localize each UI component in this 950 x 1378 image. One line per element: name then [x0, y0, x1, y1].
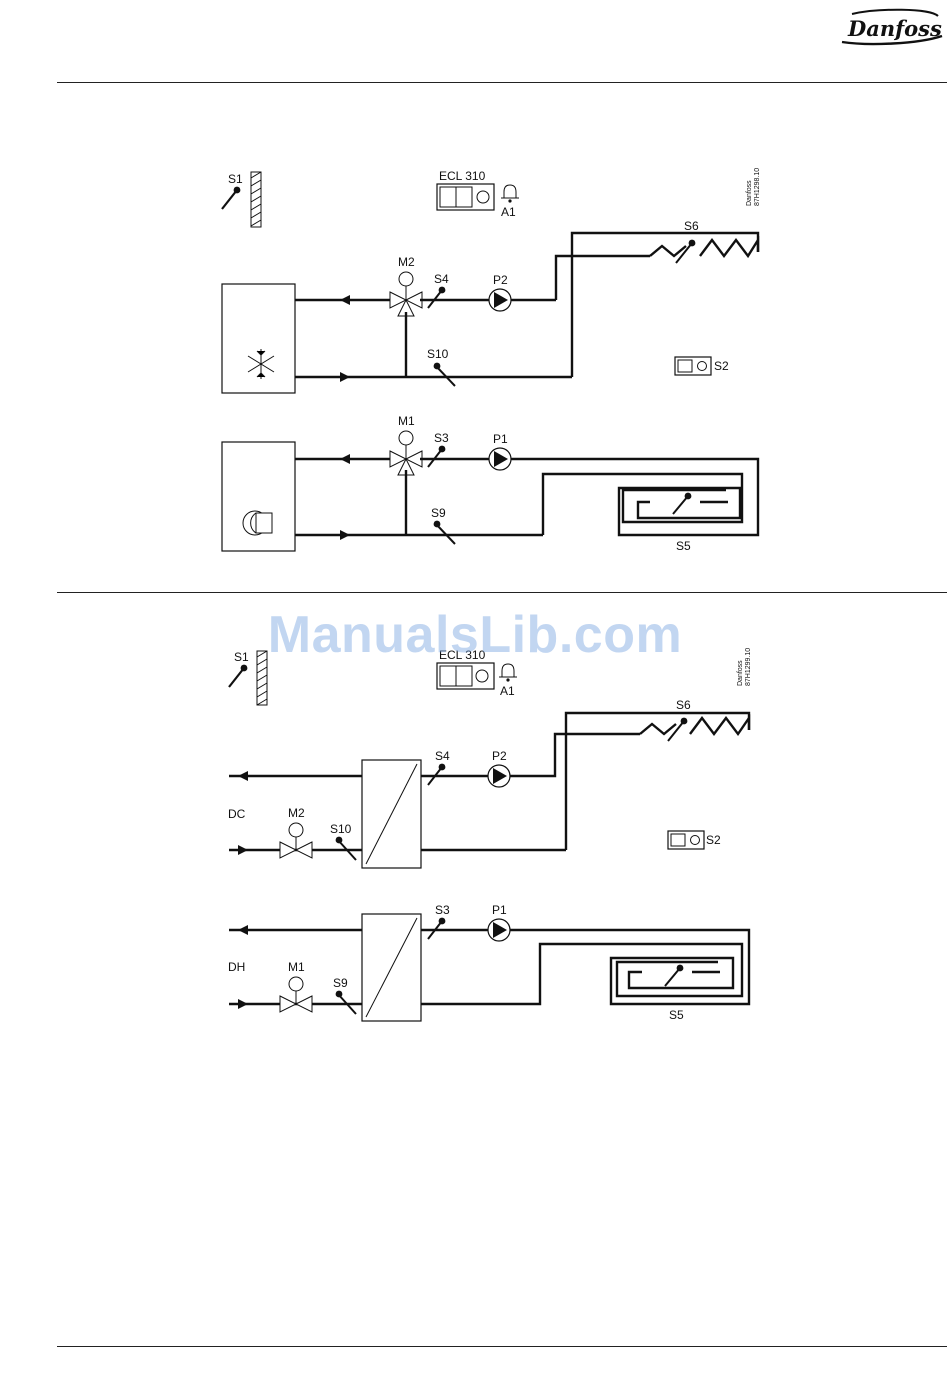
return-sensor-s9: S9	[333, 976, 356, 1014]
s5-label: S5	[676, 539, 691, 553]
middle-rule	[57, 592, 947, 593]
s4-label: S4	[434, 272, 449, 286]
return-sensor-s10: S10	[330, 822, 356, 860]
valve-m1: M1	[280, 960, 312, 1012]
room-panel-s2: S2	[668, 831, 721, 849]
lower-circuit-piping	[229, 930, 749, 1004]
alarm-bell-icon: A1	[499, 664, 517, 698]
room-panel-s2: S2	[675, 357, 729, 375]
s2-label: S2	[706, 833, 721, 847]
pump-p1: P1	[489, 432, 511, 470]
p2-label: P2	[492, 749, 507, 763]
burner-icon	[243, 511, 272, 535]
ecl-label: ECL 310	[439, 648, 486, 662]
s2-label: S2	[714, 359, 729, 373]
zone-sensor-s6: S6	[668, 698, 691, 741]
dh-label: DH	[228, 960, 245, 974]
mixing-valve-m2: M2	[390, 255, 422, 316]
heat-exchanger-lower	[362, 914, 421, 1021]
logo-text: Danfoss	[847, 16, 942, 41]
s10-label: S10	[330, 822, 352, 836]
m2-label: M2	[288, 806, 305, 820]
outdoor-sensor-s1: S1	[222, 172, 261, 227]
valve-m2: M2	[280, 806, 312, 858]
ecl-controller: ECL 310	[437, 169, 494, 210]
bottom-rule	[57, 1346, 947, 1347]
flow-sensor-s3: S3	[428, 431, 449, 467]
m1-label: M1	[398, 414, 415, 428]
dc-label: DC	[228, 807, 246, 821]
chiller-unit	[222, 284, 295, 393]
s6-label: S6	[676, 698, 691, 712]
zone-sensor-s6: S6	[676, 219, 699, 263]
return-sensor-s9: S9	[431, 506, 455, 544]
a1-label: A1	[500, 684, 515, 698]
s1-label: S1	[228, 172, 243, 186]
ecl-label: ECL 310	[439, 169, 486, 183]
s3-label: S3	[434, 431, 449, 445]
danfoss-logo: Danfoss	[838, 6, 946, 48]
pump-p1: P1	[488, 903, 510, 941]
drawing-code-line1: Danfoss	[737, 660, 744, 686]
p2-label: P2	[493, 273, 508, 287]
s1-label: S1	[234, 650, 249, 664]
pump-p2: P2	[488, 749, 510, 787]
upper-circuit-piping	[295, 233, 758, 377]
s10-label: S10	[427, 347, 449, 361]
top-rule	[57, 82, 947, 83]
diagram-cooling-heating-boiler: S1 ECL 310 A1 Danfoss 87H1298.10	[0, 150, 950, 570]
mixing-valve-m1: M1	[390, 414, 422, 475]
s9-label: S9	[431, 506, 446, 520]
p1-label: P1	[492, 903, 507, 917]
boiler-unit	[222, 442, 295, 551]
drawing-code-line1: Danfoss	[746, 180, 753, 206]
drawing-code-line2: 87H1299.10	[745, 648, 752, 686]
drawing-code-line2: 87H1298.10	[754, 168, 761, 206]
diagram-district-cooling-heating: S1 ECL 310 A1 Danfoss 87H1299.10 DC M2	[0, 630, 950, 1030]
s9-label: S9	[333, 976, 348, 990]
s3-label: S3	[435, 903, 450, 917]
flow-sensor-s4: S4	[428, 272, 449, 308]
s4-label: S4	[435, 749, 450, 763]
outdoor-sensor-s1: S1	[229, 650, 267, 705]
flow-sensor-s4: S4	[428, 749, 450, 785]
s6-label: S6	[684, 219, 699, 233]
ecl-controller: ECL 310	[437, 648, 494, 689]
flow-sensor-s3: S3	[428, 903, 450, 939]
zone-sensor-s5: S5	[665, 965, 684, 1022]
alarm-bell-icon: A1	[501, 185, 519, 219]
p1-label: P1	[493, 432, 508, 446]
return-sensor-s10: S10	[427, 347, 455, 386]
m1-label: M1	[288, 960, 305, 974]
m2-label: M2	[398, 255, 415, 269]
s5-label: S5	[669, 1008, 684, 1022]
heat-exchanger-upper	[362, 760, 421, 868]
a1-label: A1	[501, 205, 516, 219]
pump-p2: P2	[489, 273, 511, 311]
